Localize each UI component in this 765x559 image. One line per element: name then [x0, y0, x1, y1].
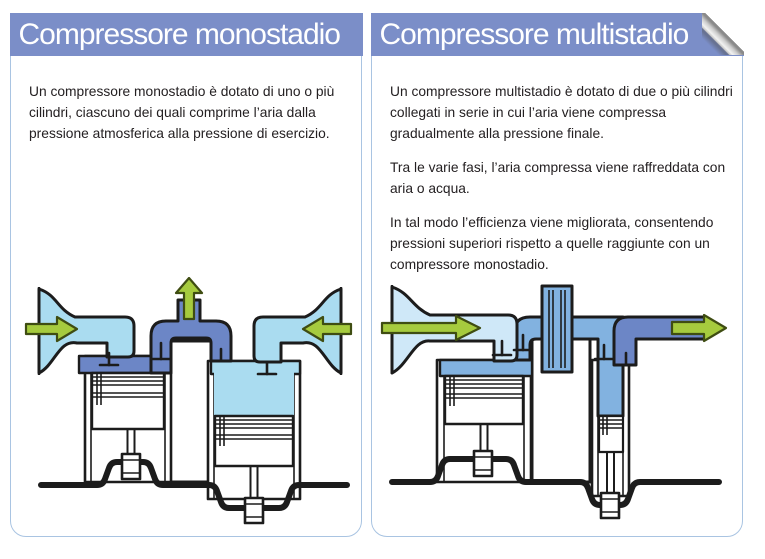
- discharge-arrow: [670, 313, 728, 343]
- crankshaft: [389, 456, 722, 508]
- right-cylinder-head-intake-air: [209, 359, 302, 417]
- paragraph: Un compressore multistadio è dotato di d…: [390, 84, 733, 141]
- panel-monostadio: Compressore monostadio Un compressore mo…: [9, 12, 363, 537]
- multi-stage-compressor-diagram: [374, 277, 734, 532]
- single-stage-compressor-diagram: [13, 277, 353, 531]
- monostadio-description: Un compressore monostadio è dotato di un…: [11, 56, 361, 157]
- page-curl: [701, 12, 744, 55]
- panel-title-monostadio: Compressore monostadio: [18, 17, 341, 51]
- first-stage-piston: [443, 374, 525, 426]
- discharge-arrow-top: [174, 277, 204, 321]
- paragraph: Tra le varie fasi, l’aria compressa vien…: [390, 160, 726, 196]
- intake-arrow-right: [301, 315, 353, 343]
- left-connecting-rod: [120, 426, 142, 481]
- paragraph: In tal modo l’efficienza viene migliorat…: [390, 215, 714, 272]
- intercooler: [540, 284, 574, 374]
- paragraph: Un compressore monostadio è dotato di un…: [29, 84, 335, 141]
- crankshaft: [38, 459, 350, 511]
- valves: [491, 333, 636, 367]
- multistadio-description: Un compressore multistadio è dotato di d…: [372, 56, 742, 288]
- panel-multistadio: Compressore multistadio Un compressore m…: [370, 12, 744, 537]
- right-connecting-rod: [243, 464, 265, 525]
- right-piston: [213, 414, 295, 468]
- first-stage-connecting-rod: [472, 421, 494, 478]
- discharge-manifold: [149, 298, 233, 375]
- second-stage-piston: [597, 414, 625, 454]
- panel-title-multistadio: Compressore multistadio: [379, 17, 690, 51]
- left-piston: [90, 371, 166, 431]
- intake-arrow: [380, 314, 482, 342]
- valves: [98, 341, 278, 376]
- panel-header-multistadio: Compressore multistadio: [370, 12, 744, 56]
- intake-arrow-left: [24, 315, 79, 343]
- panel-header-monostadio: Compressore monostadio: [9, 12, 363, 56]
- first-stage-head: [438, 358, 534, 378]
